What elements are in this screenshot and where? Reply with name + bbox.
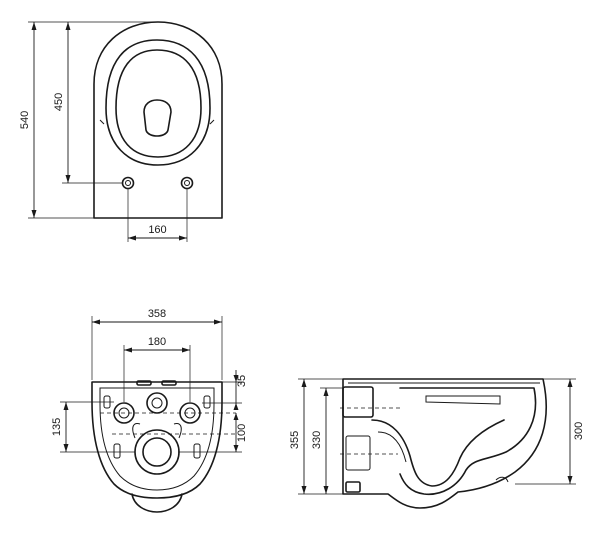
rear-view-slot-right [161, 380, 177, 386]
top-view-seat-outer [105, 39, 211, 166]
dim-label-fixing-depth: 450 [53, 93, 65, 111]
rear-view: 358 180 35 100 135 [51, 308, 248, 513]
rear-view-outline [91, 381, 223, 499]
dim-label-rim-height: 300 [573, 422, 585, 440]
dim-label-inner-height: 330 [311, 431, 323, 449]
dim-label-length: 540 [19, 111, 31, 129]
rear-view-outlet-outer [134, 429, 180, 475]
dim-label-inlet-spacing: 180 [148, 336, 166, 348]
side-view-outer-profile [342, 378, 547, 509]
rear-view-outlet-inner [142, 437, 172, 467]
rear-view-fixing-right [179, 402, 201, 424]
side-view-inner-bowl [399, 387, 537, 495]
top-view-fixing-hole-left [121, 176, 135, 190]
side-view: 355 330 300 [289, 378, 585, 509]
top-view: 540 450 160 [19, 21, 223, 242]
top-view-fixing-hole-right [180, 176, 194, 190]
dim-label-total-height: 355 [289, 431, 301, 449]
side-view-trap [371, 419, 505, 487]
top-view-seat-inner [115, 49, 202, 158]
rear-view-inlet-center [146, 392, 168, 414]
top-view-drain [143, 99, 172, 137]
rear-view-slot-left [136, 380, 152, 386]
dim-label-width: 358 [148, 308, 166, 320]
dim-label-left-height: 135 [51, 418, 63, 436]
dim-label-fixing-spacing: 160 [148, 224, 166, 236]
dim-label-right-height: 100 [236, 424, 248, 442]
side-view-rear-block [342, 386, 374, 418]
dim-label-top-offset: 35 [236, 375, 248, 387]
top-view-bowl-outline [93, 21, 223, 219]
